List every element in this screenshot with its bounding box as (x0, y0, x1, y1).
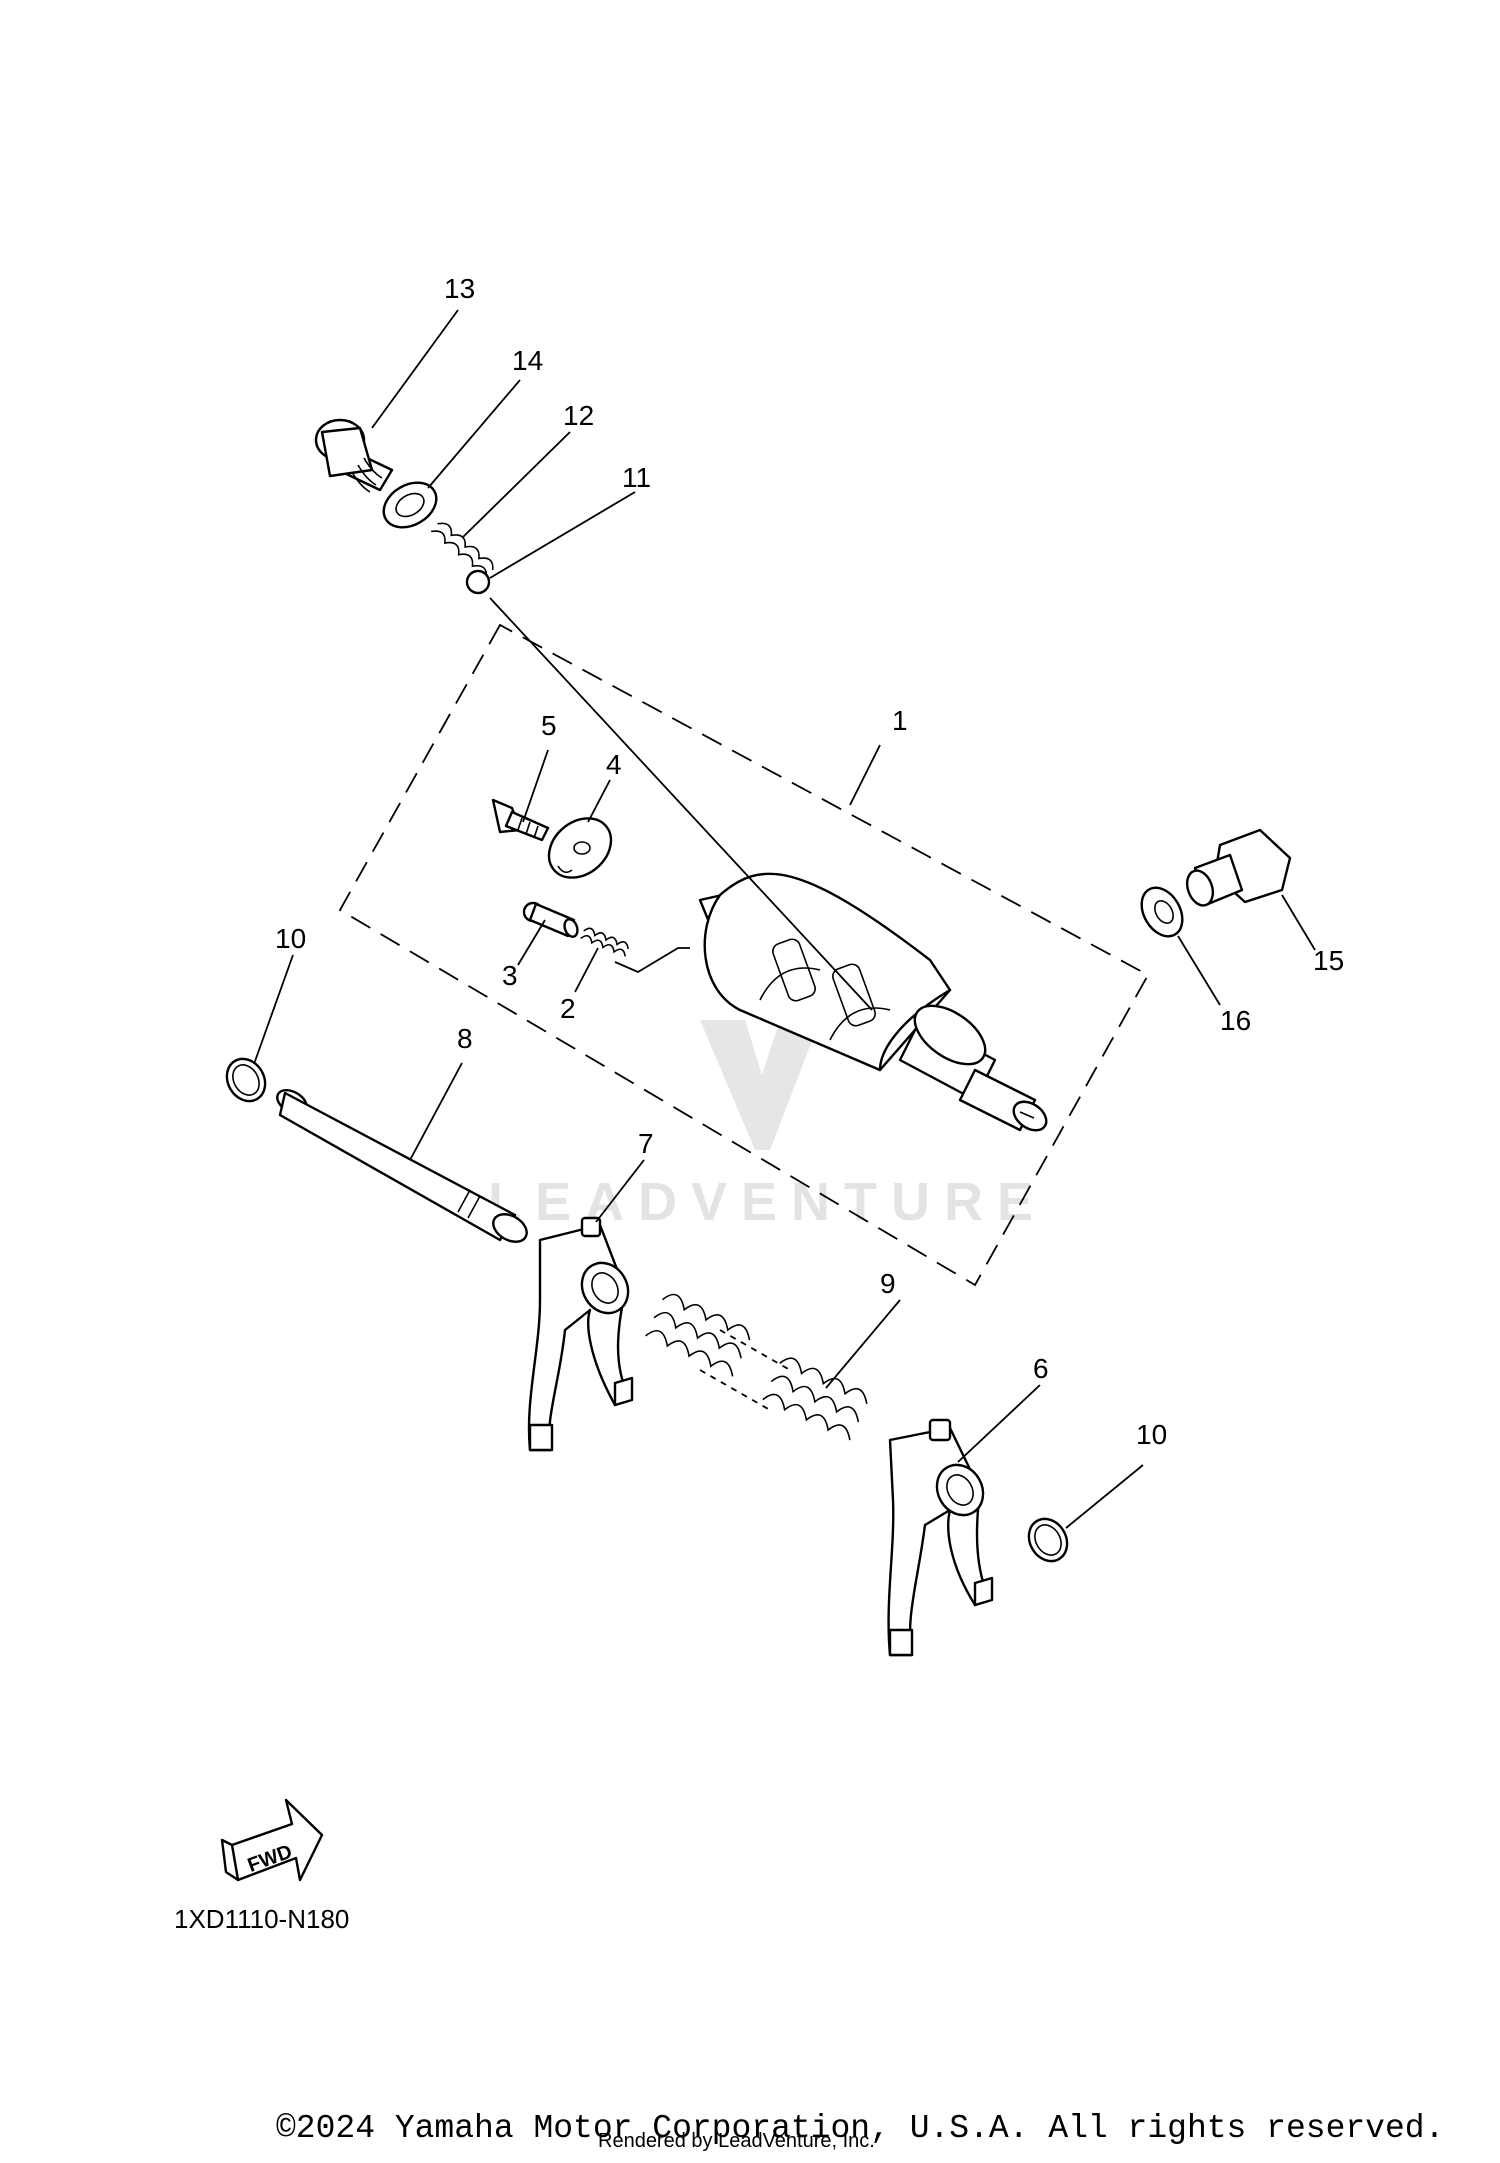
callout-10-right: 10 (1136, 1419, 1167, 1450)
part-11-ball (465, 569, 491, 595)
diagram-code: 1XD1110-N180 (174, 1904, 349, 1934)
part-3-pin (522, 901, 579, 938)
callout-labels: 1 2 3 4 5 6 7 8 9 10 10 11 12 14 13 15 1… (275, 273, 1344, 1450)
part-10-clip-right (1027, 1517, 1069, 1563)
watermark-text: LEADVENTURE (488, 1172, 1047, 1232)
callout-10-left: 10 (275, 923, 306, 954)
part-12-spring (430, 522, 494, 578)
part-2-spring (580, 927, 629, 957)
rendered-by-notice: Rendered by LeadVenture, Inc. (598, 2130, 875, 2152)
assembly-outline (338, 623, 1150, 1287)
callout-8: 8 (457, 1023, 473, 1054)
callout-3: 3 (502, 960, 518, 991)
callout-13: 13 (444, 273, 475, 304)
callout-7: 7 (638, 1128, 654, 1159)
watermark-logo-icon (700, 1020, 820, 1150)
callout-5: 5 (541, 710, 557, 741)
leadventure-watermark: LEADVENTURE (488, 1020, 1047, 1232)
callout-4: 4 (606, 749, 622, 780)
part-8-guide-bar (276, 1089, 528, 1243)
part-5-screw (491, 798, 550, 842)
callout-1: 1 (892, 705, 908, 736)
part-6-shift-fork (887, 1418, 994, 1657)
part-9-springs (645, 1293, 868, 1441)
callout-2: 2 (560, 993, 576, 1024)
part-7-shift-fork (527, 1216, 634, 1452)
callout-6: 6 (1033, 1353, 1049, 1384)
part-16-washer (1140, 886, 1184, 938)
part-4-segment (547, 817, 613, 879)
copyright-notice: ©2024 Yamaha Motor Corporation, U.S.A. A… (276, 2110, 1445, 2147)
part-15-bolt (1185, 828, 1292, 907)
callout-9: 9 (880, 1268, 896, 1299)
callout-16: 16 (1220, 1005, 1251, 1036)
callout-15: 15 (1313, 945, 1344, 976)
part-13-plug-bolt (314, 418, 394, 493)
callout-12: 12 (563, 400, 594, 431)
part-1-shift-drum (698, 872, 1048, 1132)
callout-14: 14 (512, 345, 543, 376)
part-10-clip-left (225, 1057, 267, 1103)
part-14-washer (382, 481, 438, 529)
fwd-arrow-icon: FWD (220, 1798, 324, 1882)
callout-11: 11 (622, 462, 651, 493)
leader-lines (253, 309, 1316, 1529)
